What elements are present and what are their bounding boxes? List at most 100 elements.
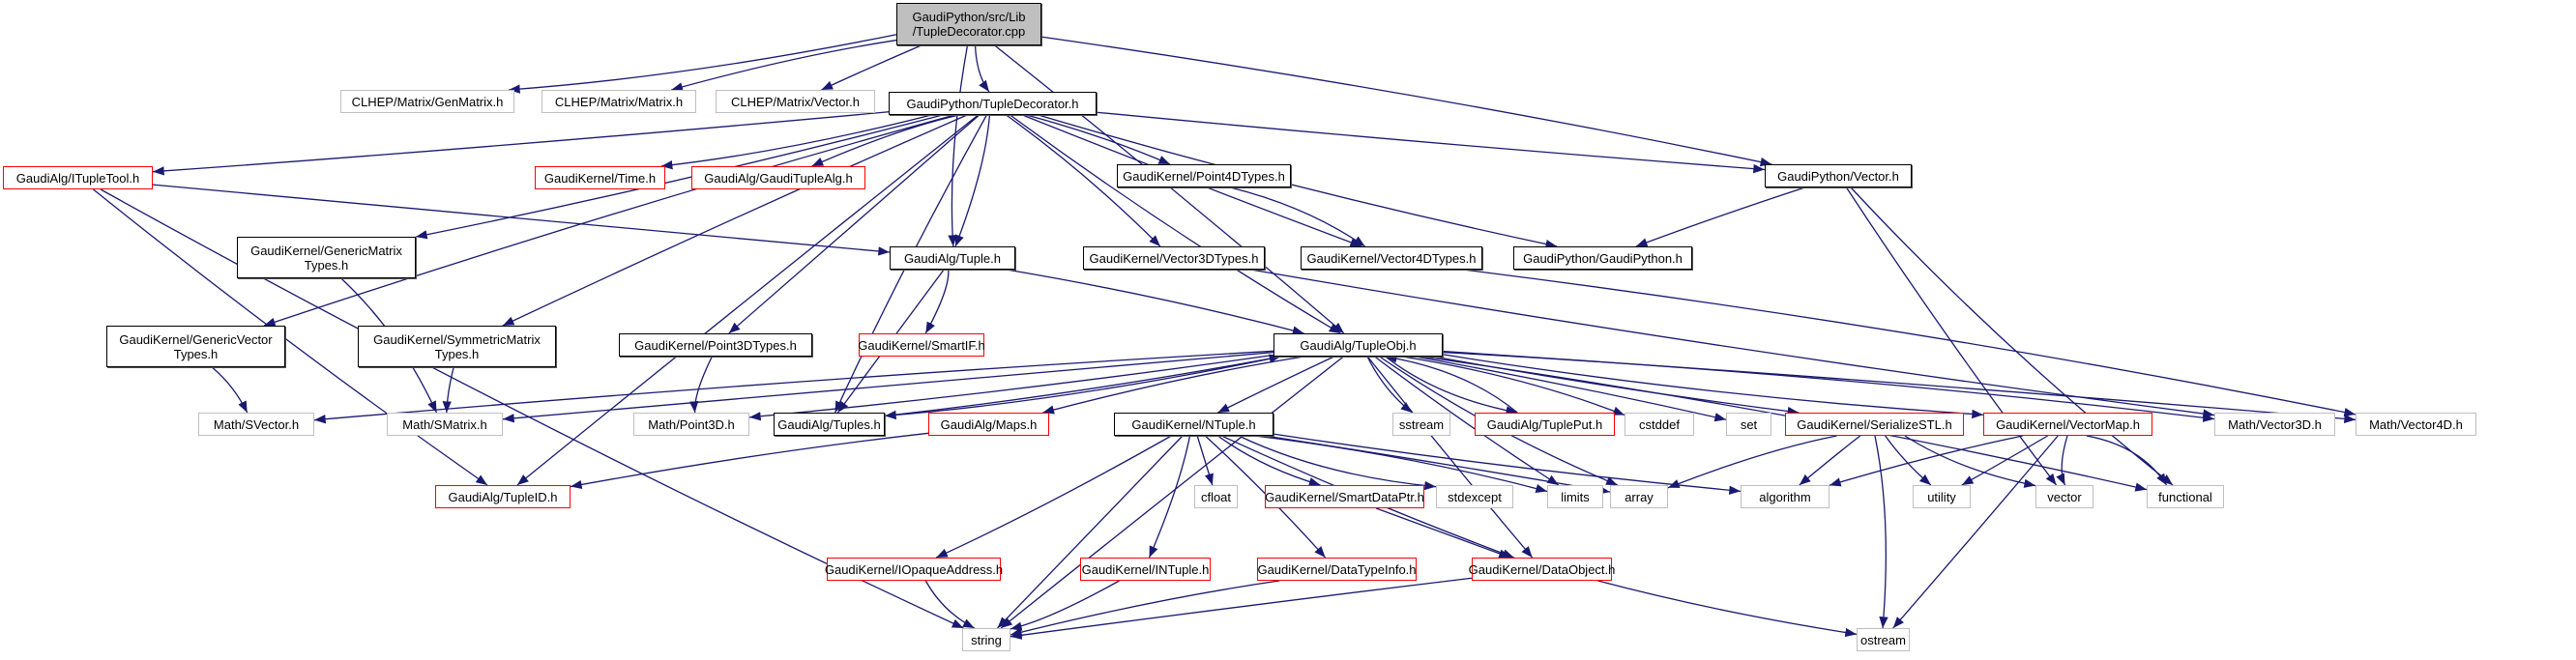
node-label: algorithm (1759, 489, 1811, 504)
graph-node-gaudipython-tupledecorator-h[interactable]: GaudiPython/TupleDecorator.h (889, 92, 1097, 115)
graph-node-gaudikernel-iopaqueaddress-h[interactable]: GaudiKernel/IOpaqueAddress.h (825, 558, 1003, 581)
node-label: Math/SVector.h (213, 416, 300, 432)
node-label: GaudiKernel/Point3DTypes.h (634, 337, 797, 353)
edge-tupleobj-to-vector3d (1442, 351, 2215, 422)
edge-tupledec_h-to-symmattypes (502, 114, 968, 327)
edge-intuple-to-string (1010, 580, 1120, 631)
node-label: Math/Vector4D.h (2369, 416, 2463, 432)
graph-node-gaudikernel-point4dtypes-h[interactable]: GaudiKernel/Point4DTypes.h (1117, 164, 1291, 187)
graph-node-gaudialg-tuple-h[interactable]: GaudiAlg/Tuple.h (890, 246, 1015, 270)
graph-node-gaudikernel-dataobject-h[interactable]: GaudiKernel/DataObject.h (1469, 558, 1615, 581)
graph-node-gaudikernel-time-h[interactable]: GaudiKernel/Time.h (535, 166, 665, 189)
node-label: GaudiPython/src/Lib /TupleDecorator.cpp (912, 10, 1026, 39)
edge-vectormap-to-utility (1961, 435, 2048, 486)
edge-tupleobj-to-tupleput (1385, 356, 1518, 416)
edge-tupledec_h-to-tupleobj (1010, 114, 1341, 334)
edge-tupledec_h-to-genvectypes (263, 114, 955, 327)
graph-node-gaudikernel-vector4dtypes-h[interactable]: GaudiKernel/Vector4DTypes.h (1301, 246, 1482, 270)
edge-tupleobj-to-dataobject (1366, 356, 1534, 559)
graph-node-gaudialg-tupleput-h[interactable]: GaudiAlg/TuplePut.h (1475, 413, 1615, 436)
graph-node-math-vector4d-h: Math/Vector4D.h (2356, 413, 2476, 436)
node-label: CLHEP/Matrix/Vector.h (731, 94, 860, 109)
graph-node-gaudialg-tupleobj-h[interactable]: GaudiAlg/TupleObj.h (1273, 333, 1443, 357)
node-label: functional (2158, 489, 2212, 504)
edge-gpvector-to-gaudipython (1635, 187, 1805, 247)
graph-node-clhep-matrix-genmatrix-h: CLHEP/Matrix/GenMatrix.h (340, 90, 514, 113)
graph-node-math-point3d-h: Math/Point3D.h (633, 413, 749, 436)
edge-genvectypes-to-svector (211, 366, 249, 414)
node-label: Math/Point3D.h (648, 416, 735, 432)
graph-node-set: set (1726, 413, 1771, 436)
edge-ntuple-to-array (1265, 435, 1611, 495)
graph-node-gaudialg-gaudituplealg-h[interactable]: GaudiAlg/GaudiTupleAlg.h (691, 166, 865, 189)
node-label: GaudiKernel/Time.h (543, 170, 657, 186)
edge-tupleobj-to-tuples (884, 356, 1281, 420)
graph-node-gaudialg-tupleid-h[interactable]: GaudiAlg/TupleID.h (435, 485, 571, 508)
graph-node-gaudikernel-genericvector-types-h[interactable]: GaudiKernel/GenericVector Types.h (106, 326, 285, 367)
graph-node-math-smatrix-h: Math/SMatrix.h (387, 413, 503, 436)
edge-tupleobj-to-maps (1042, 356, 1304, 415)
graph-node-gaudikernel-datatypeinfo-h[interactable]: GaudiKernel/DataTypeInfo.h (1257, 558, 1417, 581)
node-label: Math/Vector3D.h (2228, 416, 2322, 432)
edge-vectormap-to-functional (2086, 435, 2168, 486)
node-label: sstream (1398, 416, 1445, 432)
graph-node-gaudikernel-serializestl-h[interactable]: GaudiKernel/SerializeSTL.h (1785, 413, 1964, 436)
node-label: Math/SMatrix.h (402, 416, 487, 432)
edge-symmattypes-to-smatrix (442, 366, 454, 414)
graph-node-gaudialg-maps-h[interactable]: GaudiAlg/Maps.h (928, 413, 1049, 436)
edge-root-to-tupledec_h (974, 44, 990, 93)
node-label: array (1625, 489, 1654, 504)
graph-node-gaudikernel-symmetricmatrix-types-h[interactable]: GaudiKernel/SymmetricMatrix Types.h (358, 326, 556, 367)
node-label: GaudiAlg/Tuples.h (777, 416, 881, 432)
graph-node-gaudipython-vector-h[interactable]: GaudiPython/Vector.h (1765, 164, 1912, 187)
node-label: GaudiKernel/SerializeSTL.h (1797, 416, 1952, 432)
node-label: GaudiAlg/TupleID.h (448, 489, 558, 504)
node-label: GaudiKernel/VectorMap.h (1996, 416, 2140, 432)
graph-node-gaudikernel-ntuple-h[interactable]: GaudiKernel/NTuple.h (1114, 413, 1273, 436)
edge-maps-to-tupleid (570, 432, 929, 490)
graph-node-gaudikernel-vectormap-h[interactable]: GaudiKernel/VectorMap.h (1983, 413, 2152, 436)
node-label: CLHEP/Matrix/GenMatrix.h (351, 94, 504, 109)
node-label: GaudiPython/GaudiPython.h (1523, 250, 1683, 266)
node-label: GaudiKernel/SmartIF.h (858, 337, 985, 353)
graph-node-ostream: ostream (1857, 628, 1910, 651)
graph-node-vector: vector (2035, 485, 2093, 508)
graph-node-gaudikernel-vector3dtypes-h[interactable]: GaudiKernel/Vector3DTypes.h (1083, 246, 1265, 270)
graph-node-gaudikernel-intuple-h[interactable]: GaudiKernel/INTuple.h (1080, 558, 1211, 581)
edge-smartdataptr-to-dataobject (1375, 507, 1511, 559)
edge-tupleobj-to-set (1415, 356, 1727, 422)
edge-tupledec_h-to-tuples (834, 114, 987, 414)
graph-node-limits: limits (1547, 485, 1603, 508)
node-label: GaudiPython/TupleDecorator.h (906, 96, 1079, 111)
node-label: GaudiKernel/INTuple.h (1081, 561, 1210, 577)
graph-node-gaudikernel-genericmatrix-types-h[interactable]: GaudiKernel/GenericMatrix Types.h (237, 237, 416, 278)
edge-tupledec_h-to-time (660, 114, 932, 170)
edge-gpvector-to-functional (1850, 187, 2174, 486)
node-label: GaudiKernel/Vector4DTypes.h (1306, 250, 1477, 266)
edge-vectormap-to-vector (2056, 435, 2068, 486)
edge-serstl-to-ostream (1874, 435, 1888, 629)
edge-tupledec_h-to-v3dtypes (1006, 114, 1161, 247)
edge-ituple-to-tupleid (93, 188, 488, 486)
graph-node-gaudialg-itupletool-h[interactable]: GaudiAlg/ITupleTool.h (3, 166, 153, 189)
edge-root-to-gpvector (1040, 36, 1772, 167)
node-label: GaudiAlg/Tuple.h (904, 250, 1001, 266)
graph-node-gaudikernel-smartif-h[interactable]: GaudiKernel/SmartIF.h (858, 333, 985, 357)
graph-node-gaudialg-tuples-h[interactable]: GaudiAlg/Tuples.h (774, 413, 885, 436)
edge-tupledec_h-to-gtuplealg (811, 114, 960, 167)
node-label: GaudiAlg/Maps.h (940, 416, 1038, 432)
node-label: stdexcept (1448, 489, 1502, 504)
node-label: GaudiPython/Vector.h (1777, 168, 1899, 184)
graph-node-gaudipython-gaudipython-h[interactable]: GaudiPython/GaudiPython.h (1513, 246, 1692, 270)
graph-node-gaudikernel-point3dtypes-h[interactable]: GaudiKernel/Point3DTypes.h (619, 333, 812, 357)
graph-node-gaudikernel-smartdataptr-h[interactable]: GaudiKernel/SmartDataPtr.h (1265, 485, 1424, 508)
edge-tupledec_h-to-tupleid (516, 114, 979, 486)
edge-tupleput-to-tupleobj (1385, 354, 1518, 414)
edge-ntuple-to-cfloat (1196, 435, 1214, 486)
edge-serstl-to-algorithm (1799, 435, 1861, 486)
node-label: utility (1927, 489, 1956, 504)
graph-node-utility: utility (1913, 485, 1971, 508)
edge-root-to-genmatrix (508, 34, 897, 94)
edge-tupledec_h-to-p3dtypes (728, 114, 981, 334)
edge-tupleobj-to-vectormap (1442, 354, 1984, 419)
